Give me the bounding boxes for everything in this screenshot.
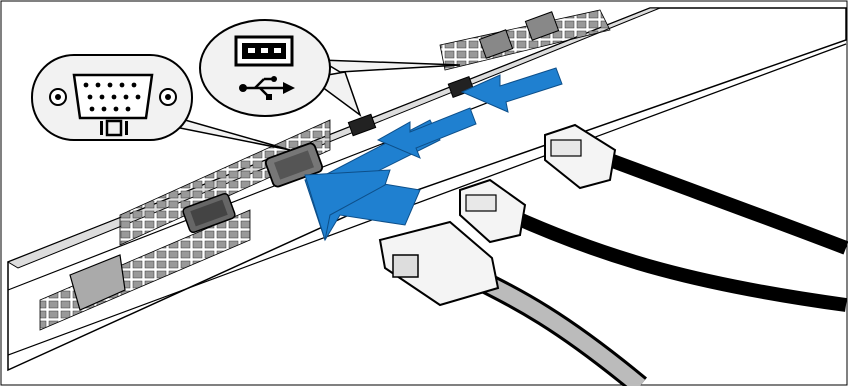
keyboard-arrow bbox=[376, 107, 477, 159]
monitor-symbol-icon bbox=[100, 119, 128, 137]
usb-port-front bbox=[347, 113, 377, 137]
rear-vga-port bbox=[182, 192, 236, 234]
usb-cable-1 bbox=[459, 178, 847, 312]
network-port-2 bbox=[524, 11, 560, 41]
usb-callout bbox=[199, 19, 461, 118]
network-port-1 bbox=[478, 29, 514, 59]
server-chassis bbox=[6, 7, 847, 372]
mouse-arrow bbox=[460, 67, 563, 113]
vga-port-icon bbox=[49, 73, 177, 120]
vent-grille-mid bbox=[119, 119, 331, 246]
usb-cable-2 bbox=[544, 123, 848, 255]
usb-port-icon bbox=[234, 35, 294, 67]
vga-cable bbox=[378, 220, 647, 386]
usb-symbol-icon bbox=[239, 76, 295, 100]
vga-callout bbox=[31, 54, 291, 151]
power-connector bbox=[69, 254, 126, 311]
usb-port-rear bbox=[447, 76, 475, 98]
